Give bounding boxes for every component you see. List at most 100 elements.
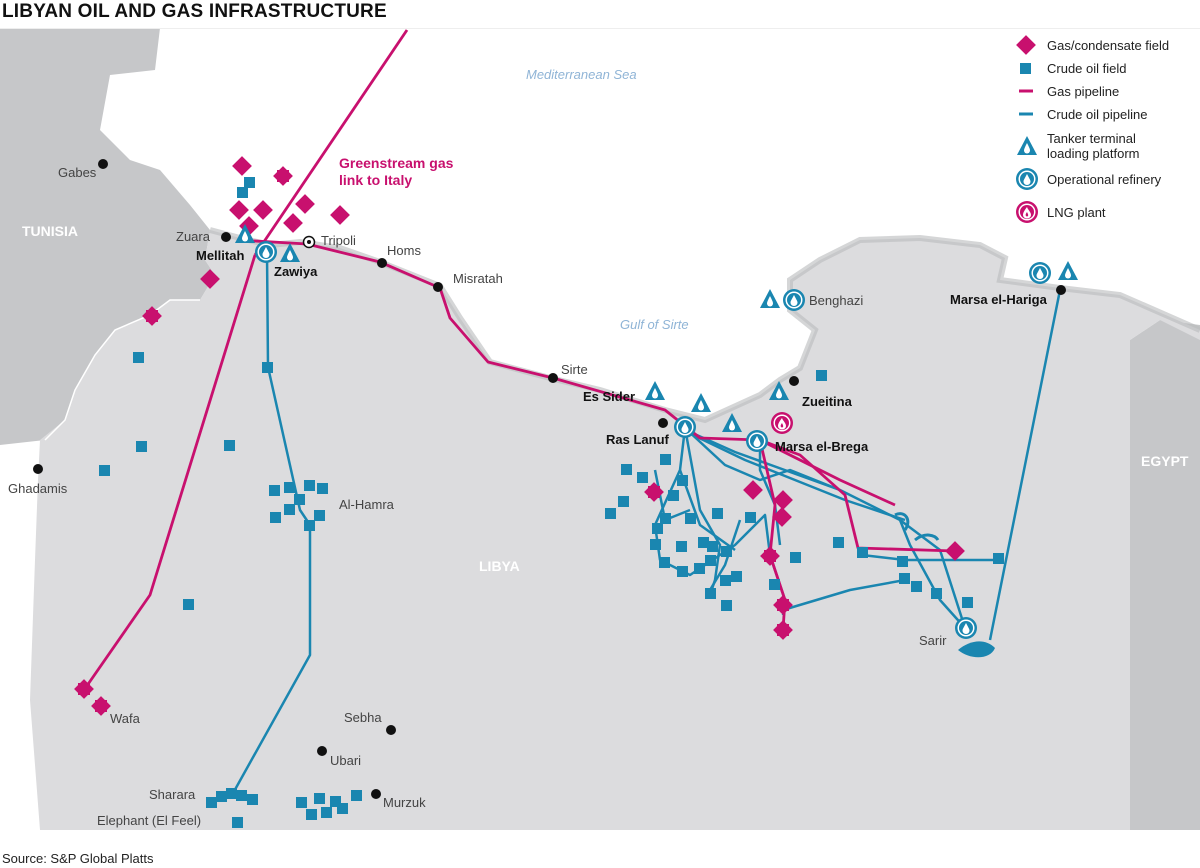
oil-field (857, 547, 868, 558)
city-dot (789, 376, 799, 386)
oil-field (731, 571, 742, 582)
place-sebha: Sebha (344, 710, 382, 725)
oil-field (337, 803, 348, 814)
gulf-sirte-label: Gulf of Sirte (620, 317, 689, 332)
place-benghazi: Benghazi (809, 293, 863, 308)
tanker-icon (645, 381, 665, 400)
oil-field (962, 597, 973, 608)
egypt-label: EGYPT (1141, 453, 1189, 469)
oil-field (244, 177, 255, 188)
oil-field (314, 793, 325, 804)
oil-field (330, 796, 341, 807)
place-marsa-el-brega: Marsa el-Brega (775, 439, 869, 454)
oil-field (652, 523, 663, 534)
oil-field (133, 352, 144, 363)
oil-field (677, 566, 688, 577)
egypt-land (1130, 320, 1200, 830)
place-sirte: Sirte (561, 362, 588, 377)
oil-field (136, 441, 147, 452)
crude-oil-fields (99, 177, 1004, 828)
oil-field (705, 555, 716, 566)
oil-field (284, 504, 295, 515)
oil-field (712, 508, 723, 519)
place-zuara: Zuara (176, 229, 211, 244)
lng-plant-icon (771, 412, 793, 434)
gas-field (295, 194, 315, 214)
place-es-sider: Es Sider (583, 389, 635, 404)
legend-gas-pipeline-label: Gas pipeline (1047, 84, 1119, 99)
oil-field (247, 794, 258, 805)
place-ubari: Ubari (330, 753, 361, 768)
oil-field (705, 588, 716, 599)
legend-tanker-label-1: Tanker terminal (1047, 131, 1136, 146)
gas-field (273, 166, 293, 186)
city-dot (33, 464, 43, 474)
city-dot (317, 746, 327, 756)
place-homs: Homs (387, 243, 421, 258)
city-dot (433, 282, 443, 292)
refinery-icon (783, 289, 805, 311)
map-title: LIBYAN OIL AND GAS INFRASTRUCTURE (2, 1, 387, 22)
legend-lng-label: LNG plant (1047, 205, 1106, 220)
tunisia-land (0, 28, 215, 445)
oil-field (216, 791, 227, 802)
border-line (44, 299, 200, 441)
city-dot (1056, 285, 1066, 295)
place-zueitina: Zueitina (802, 394, 853, 409)
legend-gas-field-icon (1016, 35, 1036, 55)
city-dots (33, 159, 1066, 799)
sarir-field-outline (958, 641, 995, 658)
oil-field (769, 579, 780, 590)
greenstream-label-2: link to Italy (339, 172, 412, 188)
legend-lng-icon (1016, 201, 1038, 223)
tanker-icon (1058, 261, 1078, 280)
place-sharara: Sharara (149, 787, 196, 802)
place-mellitah: Mellitah (196, 248, 244, 263)
oil-field (294, 494, 305, 505)
tunisia-label: TUNISIA (22, 223, 78, 239)
legend-oil-field-icon (1020, 63, 1031, 74)
oil-field (605, 508, 616, 519)
oil-field (206, 797, 217, 808)
oil-field (284, 482, 295, 493)
place-marsa-el-hariga: Marsa el-Hariga (950, 292, 1048, 307)
oil-field (226, 788, 237, 799)
place-gabes: Gabes (58, 165, 97, 180)
oil-field (183, 599, 194, 610)
oil-field (304, 480, 315, 491)
oil-field (676, 541, 687, 552)
greenstream-label-1: Greenstream gas (339, 155, 454, 171)
refinery-icon (955, 617, 977, 639)
refinery-icon (674, 416, 696, 438)
oil-field (931, 588, 942, 599)
legend-gas-field-label: Gas/condensate field (1047, 38, 1169, 53)
place-sarir: Sarir (919, 633, 947, 648)
oil-field (314, 510, 325, 521)
oil-field (720, 575, 731, 586)
gas-field (232, 156, 252, 176)
gas-field (229, 200, 249, 220)
gas-field (283, 213, 303, 233)
oil-field (306, 809, 317, 820)
oil-field (262, 362, 273, 373)
oil-field (911, 581, 922, 592)
oil-field (899, 573, 910, 584)
tanker-icon (691, 393, 711, 412)
refinery-icon (746, 430, 768, 452)
oil-field (637, 472, 648, 483)
libya-label: LIBYA (479, 558, 520, 574)
city-dot (98, 159, 108, 169)
city-dot (386, 725, 396, 735)
oil-field (685, 513, 696, 524)
place-zawiya: Zawiya (274, 264, 318, 279)
legend-oil-pipeline-label: Crude oil pipeline (1047, 107, 1147, 122)
mediterranean-label: Mediterranean Sea (526, 67, 637, 82)
oil-field (224, 440, 235, 451)
oil-field (304, 520, 315, 531)
oil-field (659, 557, 670, 568)
oil-field (816, 370, 827, 381)
oil-field (621, 464, 632, 475)
legend: Gas/condensate field Crude oil field Gas… (1016, 35, 1169, 223)
oil-field (237, 187, 248, 198)
